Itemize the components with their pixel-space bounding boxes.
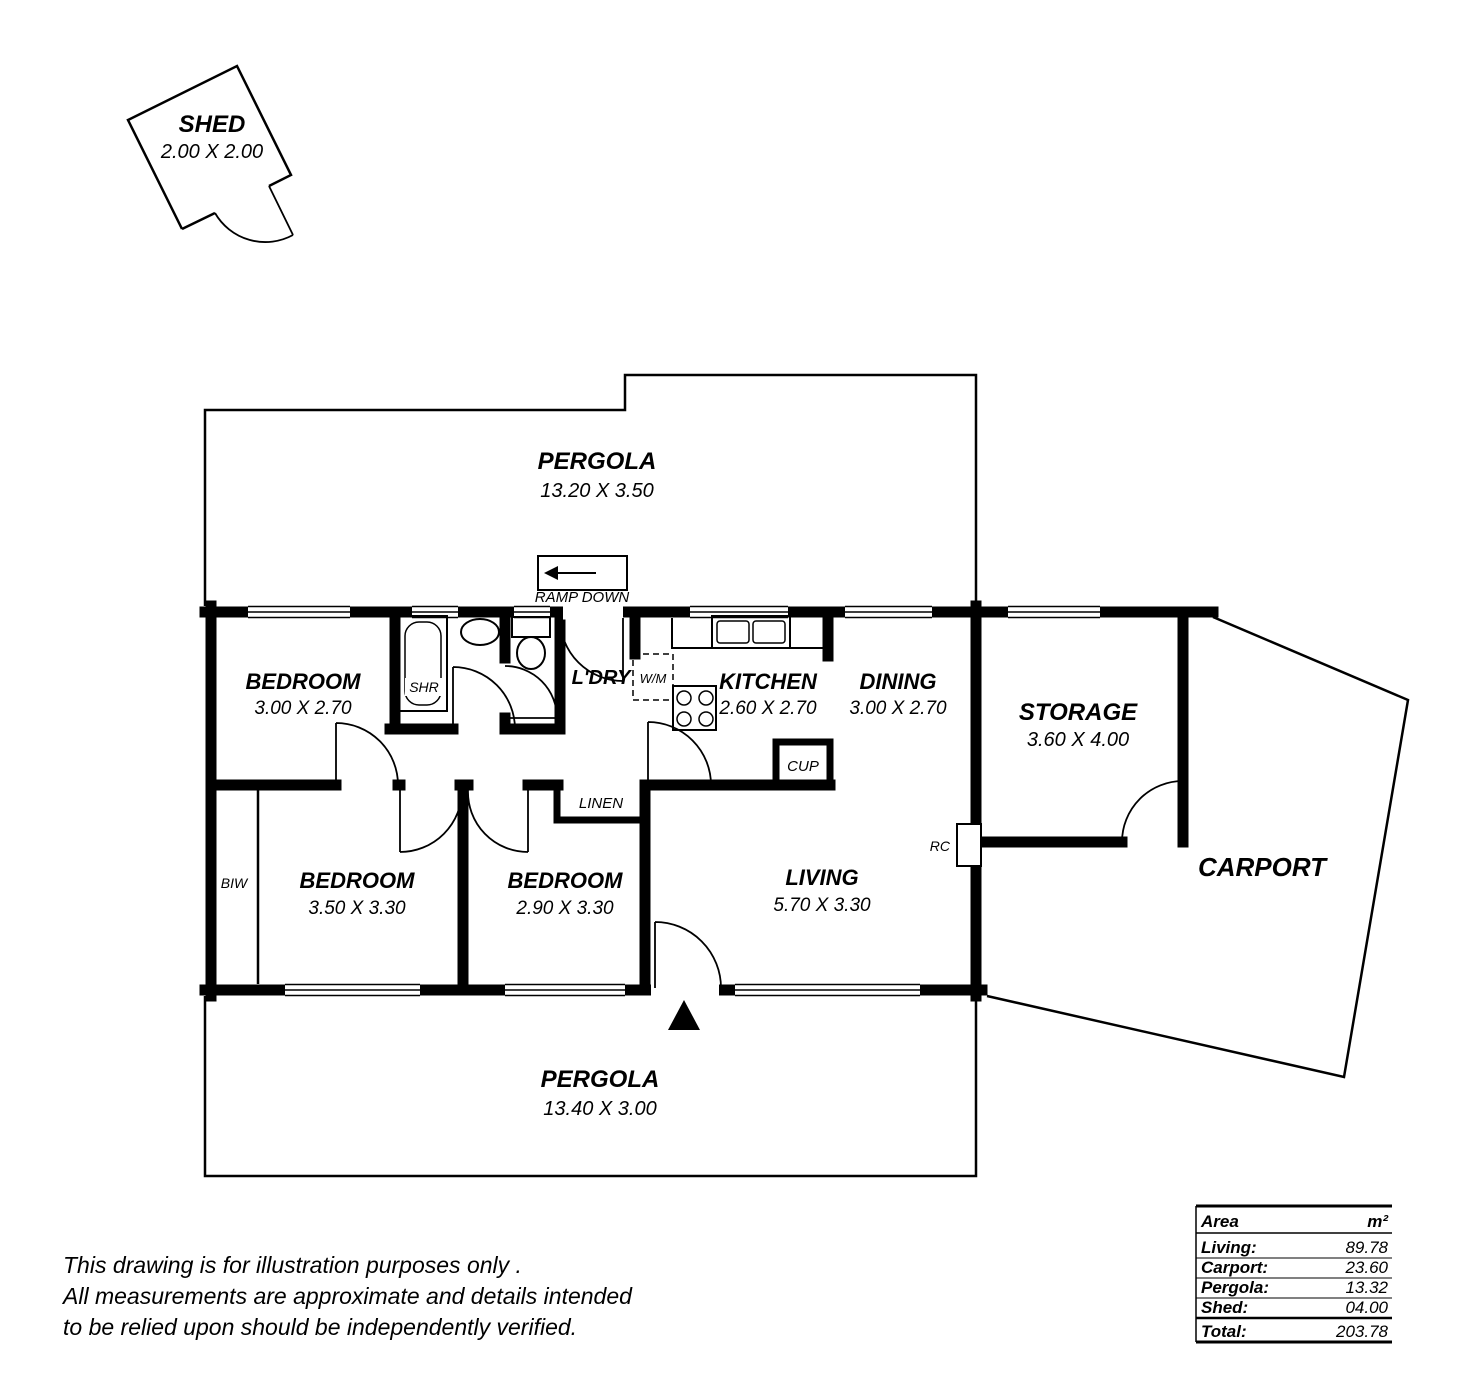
disclaimer: This drawing is for illustration purpose… xyxy=(61,1252,633,1340)
room-dims-dining: 3.00 X 2.70 xyxy=(849,698,947,719)
wm-label: W/M xyxy=(640,671,667,686)
bedroom3-door-arc xyxy=(467,789,529,853)
pergola-bottom-label: PERGOLA xyxy=(541,1066,660,1093)
window xyxy=(285,982,420,998)
table-header-unit: m² xyxy=(1367,1212,1389,1231)
shr-label: SHR xyxy=(409,679,439,695)
table-total-label: Total: xyxy=(1201,1322,1247,1341)
disclaimer-line-2: All measurements are approximate and det… xyxy=(61,1283,633,1309)
pergola-top-label: PERGOLA xyxy=(538,448,657,475)
room-label-living: LIVING xyxy=(785,865,858,890)
rc-label: RC xyxy=(930,838,951,854)
table-header-area: Area xyxy=(1200,1212,1239,1231)
room-dims-kitchen: 2.60 X 2.70 xyxy=(718,698,817,719)
room-label-bedroom-3: BEDROOM xyxy=(508,868,624,893)
stove xyxy=(672,685,717,731)
shed-door-arc xyxy=(214,185,294,243)
ramp: RAMP DOWN xyxy=(535,555,630,606)
wc-door-arc xyxy=(504,665,558,719)
area-table: Area m² Living: 89.78 Carport: 23.60 Per… xyxy=(1195,1204,1392,1344)
linen-label: LINEN xyxy=(579,795,623,812)
storage-door-arc xyxy=(1121,780,1184,843)
table-row-label: Carport: xyxy=(1201,1258,1268,1277)
room-labels: BEDROOM 3.00 X 2.70 L'DRY KITCHEN 2.60 X… xyxy=(246,667,1139,919)
table-row-label: Pergola: xyxy=(1201,1278,1269,1297)
carport-outline xyxy=(986,615,1410,1079)
shed-label: SHED xyxy=(179,111,246,138)
room-dims-storage: 3.60 X 4.00 xyxy=(1027,729,1129,751)
basin xyxy=(460,618,500,646)
front-door-arc xyxy=(654,921,722,989)
carport: CARPORT xyxy=(986,615,1410,1079)
room-label-storage: STORAGE xyxy=(1019,699,1138,726)
pergola-bottom-outline xyxy=(203,996,978,1178)
bedroom2-door-arc xyxy=(399,789,463,853)
room-dims-bedroom-1: 3.00 X 2.70 xyxy=(254,698,352,719)
table-row-label: Living: xyxy=(1201,1238,1257,1257)
entry-marker-icon xyxy=(668,1000,700,1030)
exterior-walls xyxy=(199,600,1219,1002)
back-door-arc xyxy=(559,617,624,682)
pergola-bottom: PERGOLA 13.40 X 3.00 xyxy=(203,996,978,1178)
room-label-kitchen: KITCHEN xyxy=(719,669,818,694)
bathtub: SHR xyxy=(398,615,448,712)
room-dims-bedroom-3: 2.90 X 3.30 xyxy=(515,898,614,919)
back-door-opening xyxy=(563,604,623,620)
room-label-bedroom-2: BEDROOM xyxy=(300,868,416,893)
table-row-value: 89.78 xyxy=(1345,1238,1388,1257)
wall-interior xyxy=(205,606,836,996)
pergola-top-outline xyxy=(203,373,978,606)
room-label-laundry: L'DRY xyxy=(572,667,632,689)
shed: SHED 2.00 X 2.00 xyxy=(126,64,294,243)
shed-dims: 2.00 X 2.00 xyxy=(160,141,263,163)
disclaimer-line-1: This drawing is for illustration purpose… xyxy=(63,1252,522,1278)
room-dims-living: 5.70 X 3.30 xyxy=(773,895,871,916)
disclaimer-line-3: to be relied upon should be independentl… xyxy=(63,1314,577,1340)
washing-machine: W/M xyxy=(632,653,674,701)
kitchen-bench xyxy=(671,618,823,649)
table-row-label: Shed: xyxy=(1201,1298,1248,1317)
table-row-value: 23.60 xyxy=(1344,1258,1388,1277)
bedroom1-door-arc xyxy=(335,722,399,786)
cup-label: CUP xyxy=(787,758,819,775)
room-label-carport: CARPORT xyxy=(1198,852,1328,882)
shr-label-bg xyxy=(405,678,443,696)
door-openings xyxy=(563,604,719,998)
linen-closet: LINEN xyxy=(553,781,649,824)
window xyxy=(412,604,458,620)
room-label-bedroom-1: BEDROOM xyxy=(246,669,362,694)
pergola-top-dims: 13.20 X 3.50 xyxy=(540,480,653,502)
interior-walls xyxy=(205,606,836,996)
shed-outline xyxy=(126,64,293,231)
kitchen-door-arc xyxy=(647,721,712,786)
ramp-outline xyxy=(537,555,628,591)
table-row-dividers xyxy=(1196,1257,1392,1299)
front-door-opening xyxy=(651,982,719,998)
kitchen-sink xyxy=(711,615,791,649)
biw-label: BIW xyxy=(221,875,249,891)
pergola-top: PERGOLA 13.20 X 3.50 xyxy=(203,373,978,606)
window xyxy=(248,604,350,620)
window xyxy=(845,604,932,620)
table-row-value: 13.32 xyxy=(1345,1278,1388,1297)
window xyxy=(735,982,920,998)
window xyxy=(1008,604,1100,620)
table-total-value: 203.78 xyxy=(1335,1322,1389,1341)
wall-exterior xyxy=(199,600,1219,1002)
window xyxy=(505,982,625,998)
pergola-bottom-dims: 13.40 X 3.00 xyxy=(543,1098,656,1120)
table-row-value: 04.00 xyxy=(1345,1298,1388,1317)
door-swings xyxy=(335,617,1184,989)
ramp-arrow-head-icon xyxy=(544,566,558,580)
ramp-label: RAMP DOWN xyxy=(535,589,630,606)
room-dims-bedroom-2: 3.50 X 3.30 xyxy=(308,898,406,919)
cupboard: CUP xyxy=(772,738,834,789)
toilet xyxy=(511,616,551,670)
room-label-dining: DINING xyxy=(860,669,937,694)
window xyxy=(690,604,788,620)
rc-unit: RC xyxy=(930,823,982,867)
